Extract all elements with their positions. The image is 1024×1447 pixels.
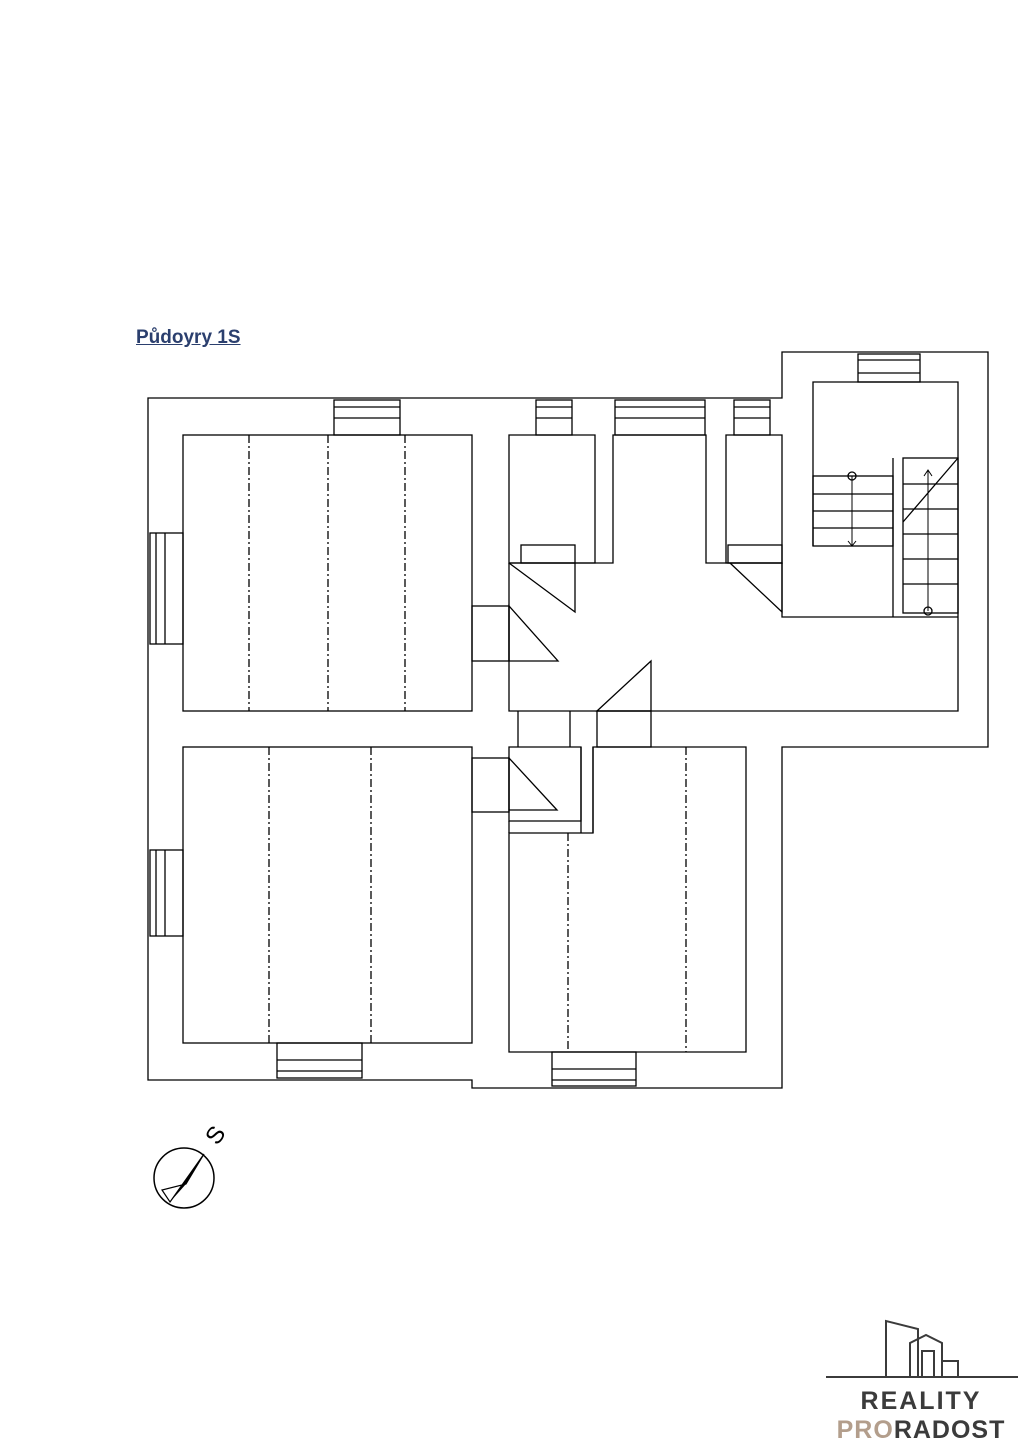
- door-room-2: [471, 756, 559, 813]
- door-closet-left: [508, 544, 576, 614]
- staircase: [812, 457, 959, 617]
- logo-line-2: PRORADOST: [818, 1416, 1024, 1445]
- outer-wall: [147, 351, 989, 1089]
- door-vestibule: [517, 711, 571, 747]
- window-bottom-2: [551, 1051, 637, 1087]
- closet-right: [725, 434, 783, 564]
- room-bottom-middle: [508, 746, 747, 1053]
- window-top-3: [614, 399, 706, 436]
- compass-circle: [153, 1147, 215, 1209]
- door-room-1: [471, 604, 560, 662]
- logo-line-1: REALITY: [860, 1387, 982, 1415]
- logo-pro: PRO: [836, 1416, 894, 1444]
- window-top-4: [733, 399, 771, 436]
- window-left-2: [149, 849, 184, 937]
- north-arrow-icon: [161, 1153, 205, 1204]
- page-title: Půdoyry 1S: [136, 327, 241, 348]
- window-top-2: [535, 399, 573, 436]
- room-top-left: [182, 434, 473, 712]
- compass: S: [153, 1121, 232, 1209]
- logo-radost: RADOST: [893, 1416, 1006, 1444]
- compass-letter: S: [200, 1121, 231, 1150]
- window-bottom-1: [276, 1042, 363, 1079]
- window-stair: [857, 353, 921, 383]
- agency-logo: REALITY PRORADOST: [818, 1315, 1024, 1447]
- door-room-3: [595, 659, 652, 748]
- window-left-1: [149, 532, 184, 645]
- closet-left: [508, 434, 596, 564]
- door-closet-right: [727, 544, 783, 614]
- room-bottom-left: [182, 746, 473, 1044]
- house-icon: [826, 1319, 1018, 1378]
- vestibule-corridor: [508, 747, 594, 833]
- window-top-1: [333, 399, 401, 436]
